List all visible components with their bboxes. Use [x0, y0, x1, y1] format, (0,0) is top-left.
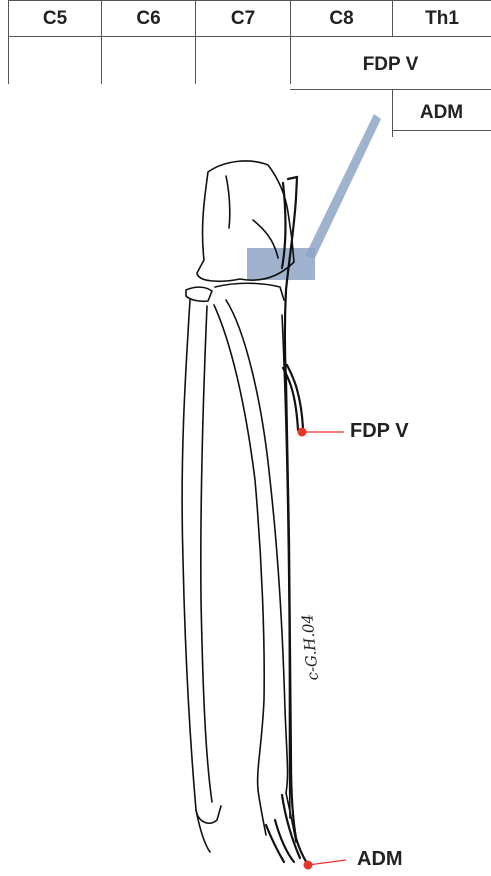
fdp-v-label: FDP V — [350, 420, 409, 443]
nerve-highlight-zone — [247, 248, 315, 280]
adm-label: ADM — [357, 848, 403, 871]
adm-pointer-line — [308, 860, 346, 865]
fdp-v-electrode-dot — [298, 428, 307, 437]
adm-electrode-dot — [304, 861, 313, 870]
nerve-highlight-connector — [305, 114, 381, 258]
signature: c-G.H.04 — [298, 613, 322, 681]
